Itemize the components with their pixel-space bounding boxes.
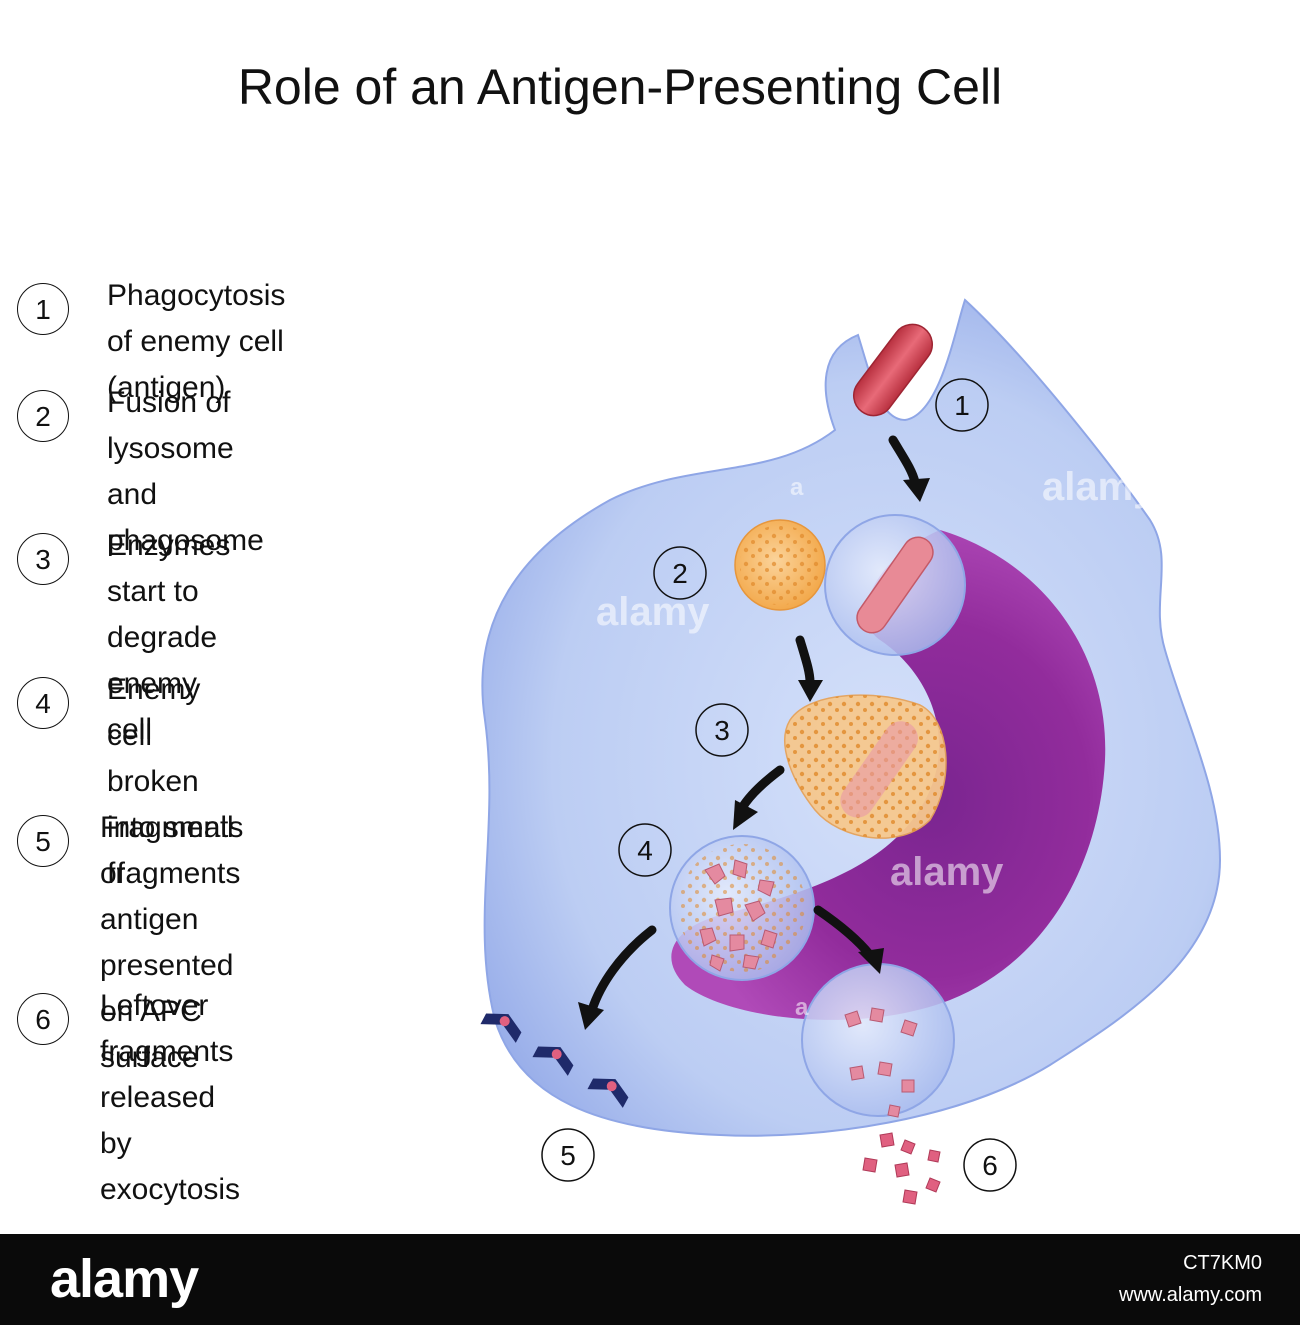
diagram-marker-1: 1 bbox=[935, 378, 989, 432]
diagram-marker-label: 6 bbox=[982, 1150, 998, 1181]
page-title: Role of an Antigen-Presenting Cell bbox=[237, 59, 1003, 115]
watermark: alamy bbox=[596, 590, 710, 634]
site-url: www.alamy.com bbox=[1119, 1284, 1262, 1306]
diagram-marker-6: 6 bbox=[963, 1138, 1017, 1192]
step-text: Phagocytosis of enemy cell (antigen) bbox=[107, 279, 286, 404]
watermark: a bbox=[790, 474, 804, 501]
step-number: 5 bbox=[17, 815, 69, 867]
watermark: alamy bbox=[1042, 465, 1156, 509]
antigen-bacterium bbox=[852, 323, 934, 417]
watermark: a bbox=[1240, 864, 1254, 891]
diagram-step-markers: 1 2 3 4 5 6 bbox=[541, 378, 1017, 1192]
arrow-2-to-3 bbox=[795, 635, 815, 687]
nucleus bbox=[671, 530, 1106, 1020]
watermarks: alamy alamy alamy a a a bbox=[596, 465, 1254, 1021]
arrow-1-to-2 bbox=[888, 435, 920, 487]
stock-footer-bar: alamy CT7KM0 www.alamy.com bbox=[0, 1234, 1300, 1325]
surface-antigen-presentation bbox=[480, 1013, 629, 1108]
lysosome bbox=[734, 519, 826, 611]
step-number: 4 bbox=[17, 677, 69, 729]
step-legend: 1 Phagocytosis of enemy cell (antigen) 2… bbox=[0, 0, 720, 1206]
diagram-marker-4: 4 bbox=[618, 823, 672, 877]
exocytosis-vesicle bbox=[801, 963, 955, 1118]
step-text: Enemy cell broken into small fragments bbox=[107, 673, 241, 890]
diagram-marker-label: 5 bbox=[560, 1140, 576, 1171]
step-number: 3 bbox=[17, 533, 69, 585]
alamy-logo: alamy bbox=[50, 1249, 199, 1309]
image-code: CT7KM0 bbox=[1183, 1252, 1262, 1274]
diagram-marker-label: 1 bbox=[954, 390, 970, 421]
diagram-marker-5: 5 bbox=[541, 1128, 595, 1182]
arrow-heads bbox=[578, 478, 930, 1030]
arrow-4-to-5 bbox=[587, 925, 657, 1015]
step-text: Fusion of lysosome and phagosome bbox=[107, 386, 264, 557]
apc-diagram: 1 2 3 4 5 6 alamy alamy alamy a a a bbox=[480, 298, 1254, 1205]
step-text: Fragments of antigen presented on APC su… bbox=[100, 811, 244, 1074]
watermark: alamy bbox=[890, 850, 1004, 894]
diagram-marker-2: 2 bbox=[653, 546, 707, 600]
released-fragments bbox=[862, 1132, 941, 1205]
step-text: Enzymes start to degrade enemy cell bbox=[107, 529, 231, 746]
watermark: a bbox=[795, 994, 809, 1021]
phagolysosome bbox=[784, 694, 947, 839]
phagosome bbox=[824, 514, 966, 656]
step-number: 6 bbox=[17, 993, 69, 1045]
step-number: 2 bbox=[17, 390, 69, 442]
step-number: 1 bbox=[17, 283, 69, 335]
diagram-marker-3: 3 bbox=[695, 703, 749, 757]
diagram-marker-label: 4 bbox=[637, 835, 653, 866]
diagram-marker-label: 2 bbox=[672, 558, 688, 589]
step-text: Leftover fragments released by exocytosi… bbox=[100, 989, 241, 1206]
diagram-marker-label: 3 bbox=[714, 715, 730, 746]
fragment-vesicle bbox=[669, 835, 815, 981]
